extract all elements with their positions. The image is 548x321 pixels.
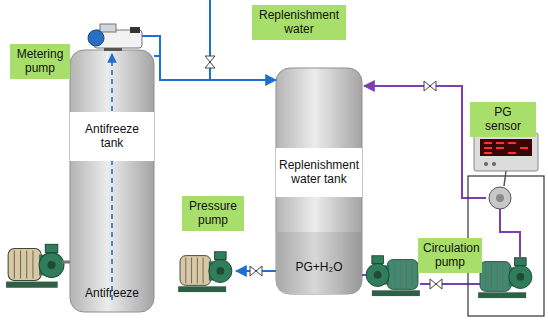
circulation-pump-symbol <box>366 256 420 296</box>
label-text: Circulation pump <box>423 241 477 270</box>
circulation-valve <box>430 279 442 289</box>
suction-line <box>111 54 113 300</box>
sensor-display <box>504 171 506 186</box>
sensor-display <box>484 147 492 149</box>
flow-cell <box>489 187 511 209</box>
sensor-display <box>480 139 532 156</box>
sensor-display <box>520 147 528 149</box>
label-text: PG sensor <box>475 105 531 134</box>
callout-label: Metering pump <box>10 44 70 79</box>
sensor-display <box>508 142 516 144</box>
sensor-display <box>508 152 516 154</box>
sensor-pipe <box>500 209 520 258</box>
flow-cell <box>496 194 504 202</box>
callout-label: PG sensor <box>470 102 536 137</box>
callout-label: Replenishment water <box>252 5 346 40</box>
sensor-display <box>474 133 538 186</box>
metering-pump-symbol <box>100 24 116 32</box>
metering-pump-symbol <box>88 30 104 46</box>
circulation-pump-a <box>366 256 420 296</box>
tank-content: PG+H₂O <box>276 260 362 274</box>
dosing-pipe <box>142 36 160 56</box>
tank-title: Antifreeze tank <box>70 112 154 161</box>
antifreeze-pump-symbol <box>6 244 64 287</box>
antifreeze-tank-shell <box>70 50 154 312</box>
pressure-valve <box>250 266 262 276</box>
metering-pump-symbol <box>88 24 142 51</box>
callout-label: Circulation pump <box>418 238 482 273</box>
tank-node: Antifreeze tankAntifreeze <box>70 50 154 312</box>
sensor-display <box>484 152 492 154</box>
return-valve <box>424 81 436 91</box>
tank-title: Replenishment water tank <box>276 148 362 197</box>
sensor-display <box>496 147 504 149</box>
label-text: Pressure pump <box>187 199 239 228</box>
tank-content: Antifreeze <box>70 286 154 300</box>
sensor-display <box>492 162 496 166</box>
pump-tank-pipe <box>62 261 70 264</box>
metering-pump-symbol <box>104 48 122 51</box>
pressure-pump-symbol <box>178 252 232 292</box>
sensor-display <box>484 162 488 166</box>
inlet-valve <box>205 56 215 68</box>
pump-link-pipe <box>420 283 480 285</box>
sensor-display <box>484 142 492 144</box>
flow-cell <box>489 187 511 209</box>
circulation-pump-symbol <box>478 258 532 298</box>
sensor-display <box>496 142 504 144</box>
sensor-display <box>474 133 538 171</box>
mixture-fill <box>276 232 362 294</box>
metering-pump-symbol <box>130 27 140 33</box>
callout-label: Pressure pump <box>182 196 244 231</box>
tank-node: Replenishment water tankPG+H₂O <box>276 68 362 294</box>
label-text: Metering pump <box>15 47 65 76</box>
water-tank-shell <box>276 68 362 294</box>
pipe-connector <box>154 56 276 80</box>
label-text: Replenishment water <box>257 8 341 37</box>
